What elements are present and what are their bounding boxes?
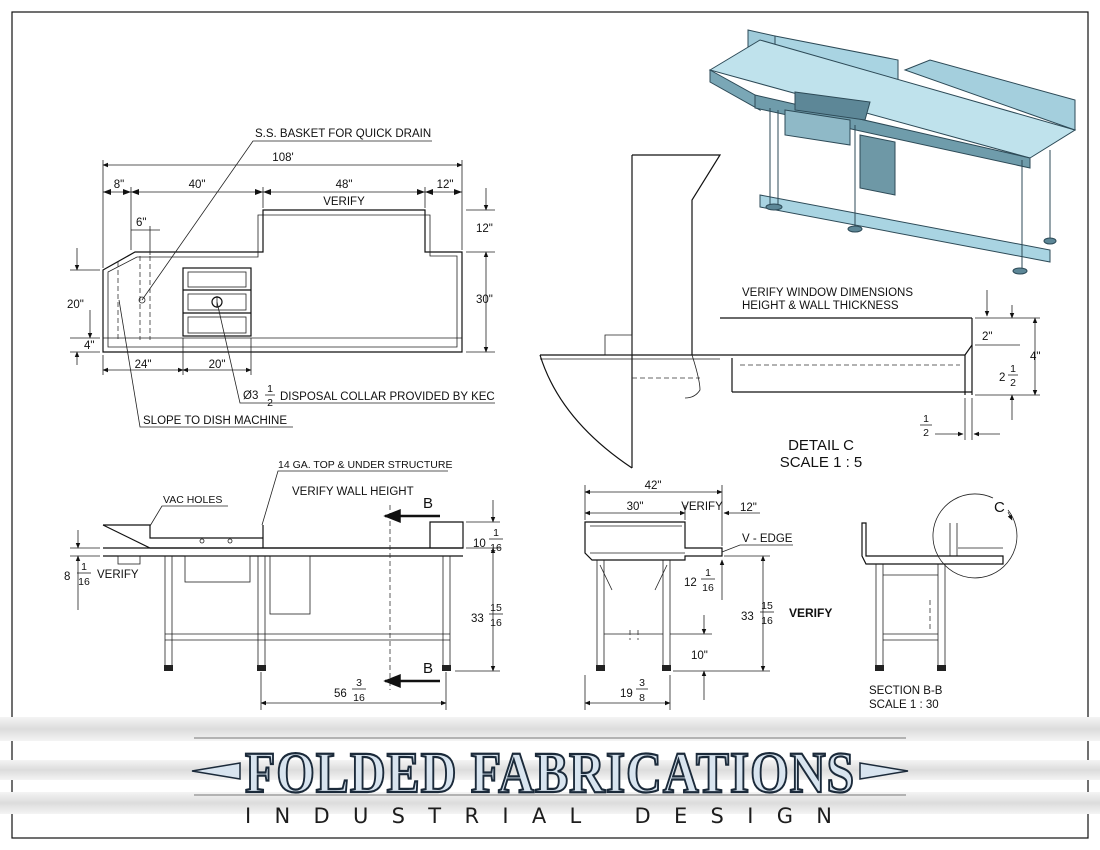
section-mark-bottom: B xyxy=(423,660,433,677)
dim-bottom-left: 24" xyxy=(135,359,152,371)
side-h-window-num: 1 xyxy=(705,567,711,579)
side-view: 42" 30" VERIFY 12" V - EDGE 12 1 16 33 1… xyxy=(584,480,832,710)
dim-right: 12" xyxy=(437,179,454,191)
section-bb-scale: SCALE 1 : 30 xyxy=(869,699,939,711)
isometric-view xyxy=(708,29,1077,275)
side-foot-num: 3 xyxy=(639,677,645,689)
dim-2half-den: 2 xyxy=(1010,377,1016,389)
top-structure-note: 14 GA. TOP & UNDER STRUCTURE xyxy=(278,459,452,471)
dim-left-depth: 20" xyxy=(67,299,84,311)
vac-holes-note: VAC HOLES xyxy=(163,494,222,506)
side-w-edge: 12" xyxy=(740,502,757,514)
side-h-total-num: 15 xyxy=(761,600,773,612)
h-total-num: 15 xyxy=(490,602,502,614)
basket-note: S.S. BASKET FOR QUICK DRAIN xyxy=(255,128,431,140)
h-total-whole: 33 xyxy=(471,613,484,625)
h-back-den: 16 xyxy=(490,542,502,554)
v-edge-note: V - EDGE xyxy=(742,533,793,545)
section-bb: C SECTION B-B SCALE 1 : 30 xyxy=(861,493,1018,711)
h-back-whole: 10 xyxy=(473,538,486,550)
section-mark-top: B xyxy=(423,495,433,512)
h-left-whole: 8 xyxy=(64,571,70,583)
detail-c-callout: C xyxy=(994,499,1005,516)
title-block: FOLDED FABRICATIONS INDUSTRIAL DESIGN xyxy=(0,717,1100,828)
brand-tagline: INDUSTRIAL DESIGN xyxy=(245,804,855,828)
h-left-den: 16 xyxy=(78,576,90,588)
side-h-verify: VERIFY xyxy=(789,606,832,620)
h-back-num: 1 xyxy=(493,527,499,539)
side-w-top: 30" xyxy=(627,501,644,513)
side-h-window-whole: 12 xyxy=(684,577,697,589)
brand-name: FOLDED FABRICATIONS xyxy=(245,740,855,805)
dim-overall: 108' xyxy=(272,152,293,164)
dim-4: 4" xyxy=(1030,351,1040,363)
detail-c: VERIFY WINDOW DIMENSIONS HEIGHT & WALL T… xyxy=(539,154,1040,471)
detail-c-title: DETAIL C xyxy=(788,437,854,454)
plan-view: 108' 8" 40" 48" VERIFY 12" 12" 30" 20" 4… xyxy=(67,128,495,428)
w-leg-num: 3 xyxy=(356,677,362,689)
h-total-den: 16 xyxy=(490,617,502,629)
dim-depth: 30" xyxy=(476,294,493,306)
side-w-total: 42" xyxy=(645,480,662,492)
left-arrow-ornament xyxy=(191,762,241,780)
collar-prefix: Ø3 xyxy=(243,390,258,402)
side-shelf: 10" xyxy=(691,650,708,662)
collar-note: DISPOSAL COLLAR PROVIDED BY KEC xyxy=(280,391,495,403)
window-note-1: VERIFY WINDOW DIMENSIONS xyxy=(742,287,913,299)
dim-bottom-mid: 20" xyxy=(209,359,226,371)
slope-note: SLOPE TO DISH MACHINE xyxy=(143,415,287,427)
dim-basket-offset: 6" xyxy=(136,217,146,229)
detail-c-scale: SCALE 1 : 5 xyxy=(780,454,863,471)
w-leg-den: 16 xyxy=(353,692,365,704)
dim-window: 48" xyxy=(336,179,353,191)
dim-right-top: 12" xyxy=(476,223,493,235)
w-leg-whole: 56 xyxy=(334,688,347,700)
sheet-border xyxy=(11,11,1089,839)
dim-left: 8" xyxy=(114,179,124,191)
h-left-verify: VERIFY xyxy=(97,569,139,581)
side-verify: VERIFY xyxy=(681,501,723,513)
collar-num: 1 xyxy=(267,383,273,395)
side-h-window-den: 16 xyxy=(702,582,714,594)
dim-2half-num: 1 xyxy=(1010,363,1016,375)
collar-den: 2 xyxy=(267,397,273,409)
front-view: B B 14 GA. TOP & UNDER STRUCTURE VAC HOL… xyxy=(64,459,503,710)
side-foot-whole: 19 xyxy=(620,688,633,700)
h-left-num: 1 xyxy=(81,561,87,573)
dim-half-den: 2 xyxy=(923,427,929,439)
wall-height-note: VERIFY WALL HEIGHT xyxy=(292,486,414,498)
verify-window: VERIFY xyxy=(323,196,365,208)
dim-half-num: 1 xyxy=(923,413,929,425)
dim-2half-whole: 2 xyxy=(999,372,1005,384)
window-note-2: HEIGHT & WALL THICKNESS xyxy=(742,300,899,312)
dim-edge: 4" xyxy=(84,340,94,352)
side-h-total-whole: 33 xyxy=(741,611,754,623)
right-arrow-ornament xyxy=(859,762,909,780)
dim-2: 2" xyxy=(982,331,992,343)
side-h-total-den: 16 xyxy=(761,615,773,627)
side-foot-den: 8 xyxy=(639,692,645,704)
section-bb-title: SECTION B-B xyxy=(869,685,943,697)
dim-sink: 40" xyxy=(189,179,206,191)
